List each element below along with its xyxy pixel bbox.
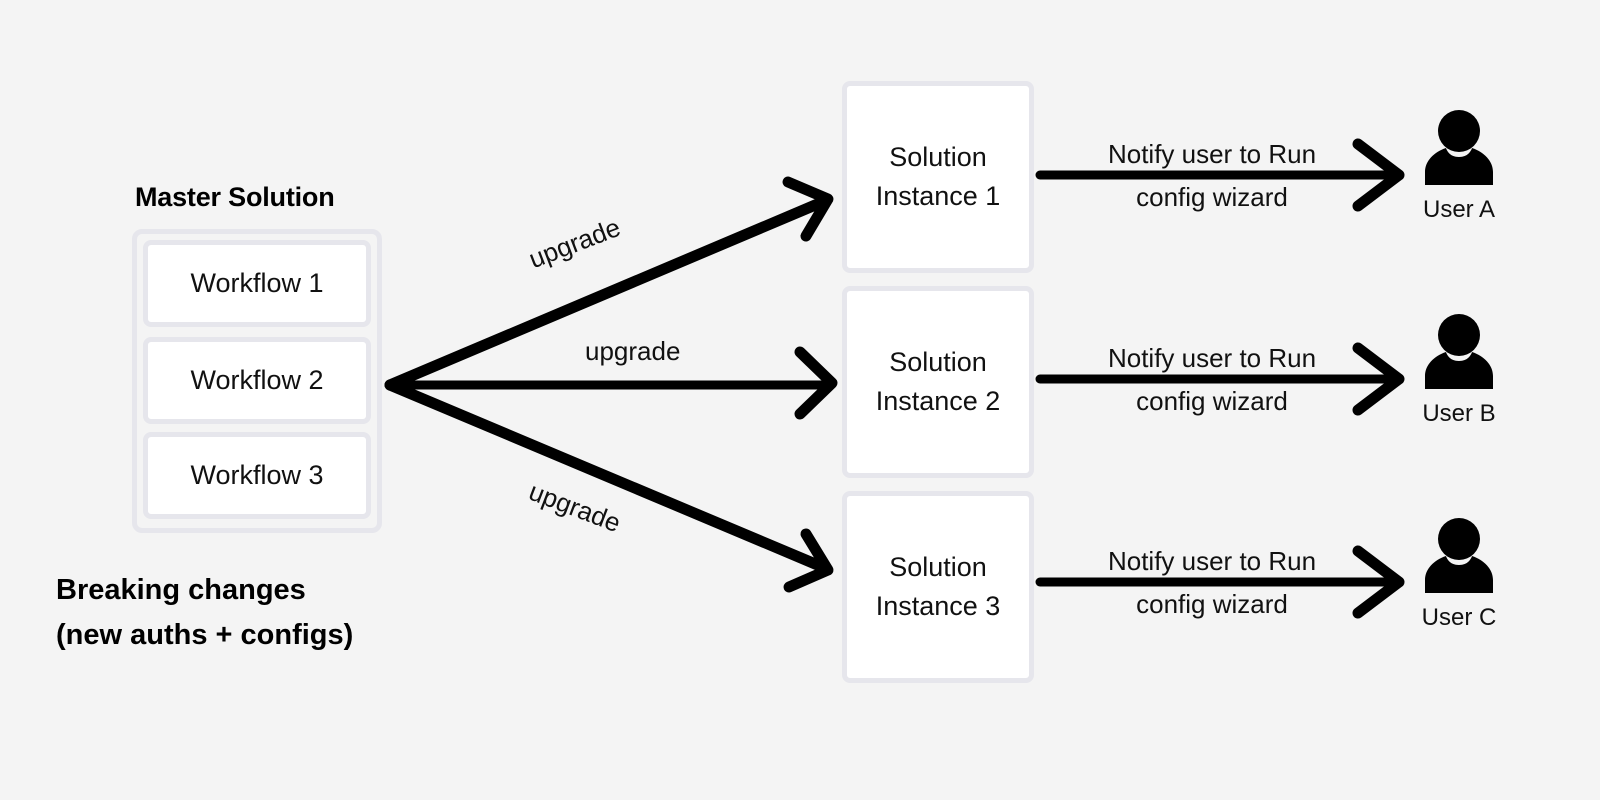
- person-icon: [1425, 314, 1493, 389]
- notify-label-3-line2: config wizard: [1136, 589, 1288, 619]
- person-icon: [1425, 110, 1493, 185]
- breaking-changes-note: Breaking changes (new auths + configs): [56, 574, 354, 651]
- user-label: User B: [1422, 400, 1496, 427]
- workflow-label: Workflow 2: [190, 365, 324, 395]
- workflow-label: Workflow 1: [190, 268, 324, 298]
- solution-instance-box-3[interactable]: Solution Instance 3: [842, 491, 1034, 683]
- solution-instance-line1: Solution: [889, 551, 987, 582]
- workflow-box-3[interactable]: Workflow 3: [143, 432, 371, 519]
- notify-label-2-line1: Notify user to Run: [1107, 343, 1317, 373]
- upgrade-label-2: upgrade: [585, 336, 681, 366]
- upgrade-arrow-1: [384, 176, 834, 391]
- solution-instance-line2: Instance 2: [875, 386, 1001, 416]
- notify-label-2-line2: config wizard: [1136, 386, 1288, 416]
- notify-arrow-3: [1035, 545, 1405, 619]
- workflow-label: Workflow 3: [190, 460, 324, 490]
- notify-label-1-line2: config wizard: [1136, 182, 1288, 212]
- solution-instance-box-1[interactable]: Solution Instance 1: [842, 81, 1034, 273]
- solution-instance-line1: Solution: [889, 346, 987, 377]
- notify-arrow-2: [1035, 342, 1405, 416]
- upgrade-arrow-2: [385, 346, 838, 420]
- workflow-box-1[interactable]: Workflow 1: [143, 240, 371, 327]
- user-node-b: User B: [1411, 314, 1507, 428]
- user-label: User C: [1421, 604, 1497, 631]
- notify-arrow-1: [1035, 138, 1405, 212]
- notify-label-3-line1: Notify user to Run: [1107, 546, 1317, 576]
- user-node-c: User C: [1411, 518, 1507, 632]
- master-solution-title: Master Solution: [135, 182, 335, 212]
- solution-instance-box-2[interactable]: Solution Instance 2: [842, 286, 1034, 478]
- upgrade-arrow-3: [384, 379, 834, 593]
- person-icon: [1425, 518, 1493, 593]
- solution-instance-line1: Solution: [889, 141, 987, 172]
- user-label: User A: [1422, 196, 1496, 223]
- solution-instance-line2: Instance 1: [875, 181, 1001, 211]
- solution-instance-line2: Instance 3: [875, 591, 1001, 621]
- user-node-a: User A: [1411, 110, 1507, 224]
- workflow-box-2[interactable]: Workflow 2: [143, 337, 371, 424]
- notify-label-1-line1: Notify user to Run: [1107, 139, 1317, 169]
